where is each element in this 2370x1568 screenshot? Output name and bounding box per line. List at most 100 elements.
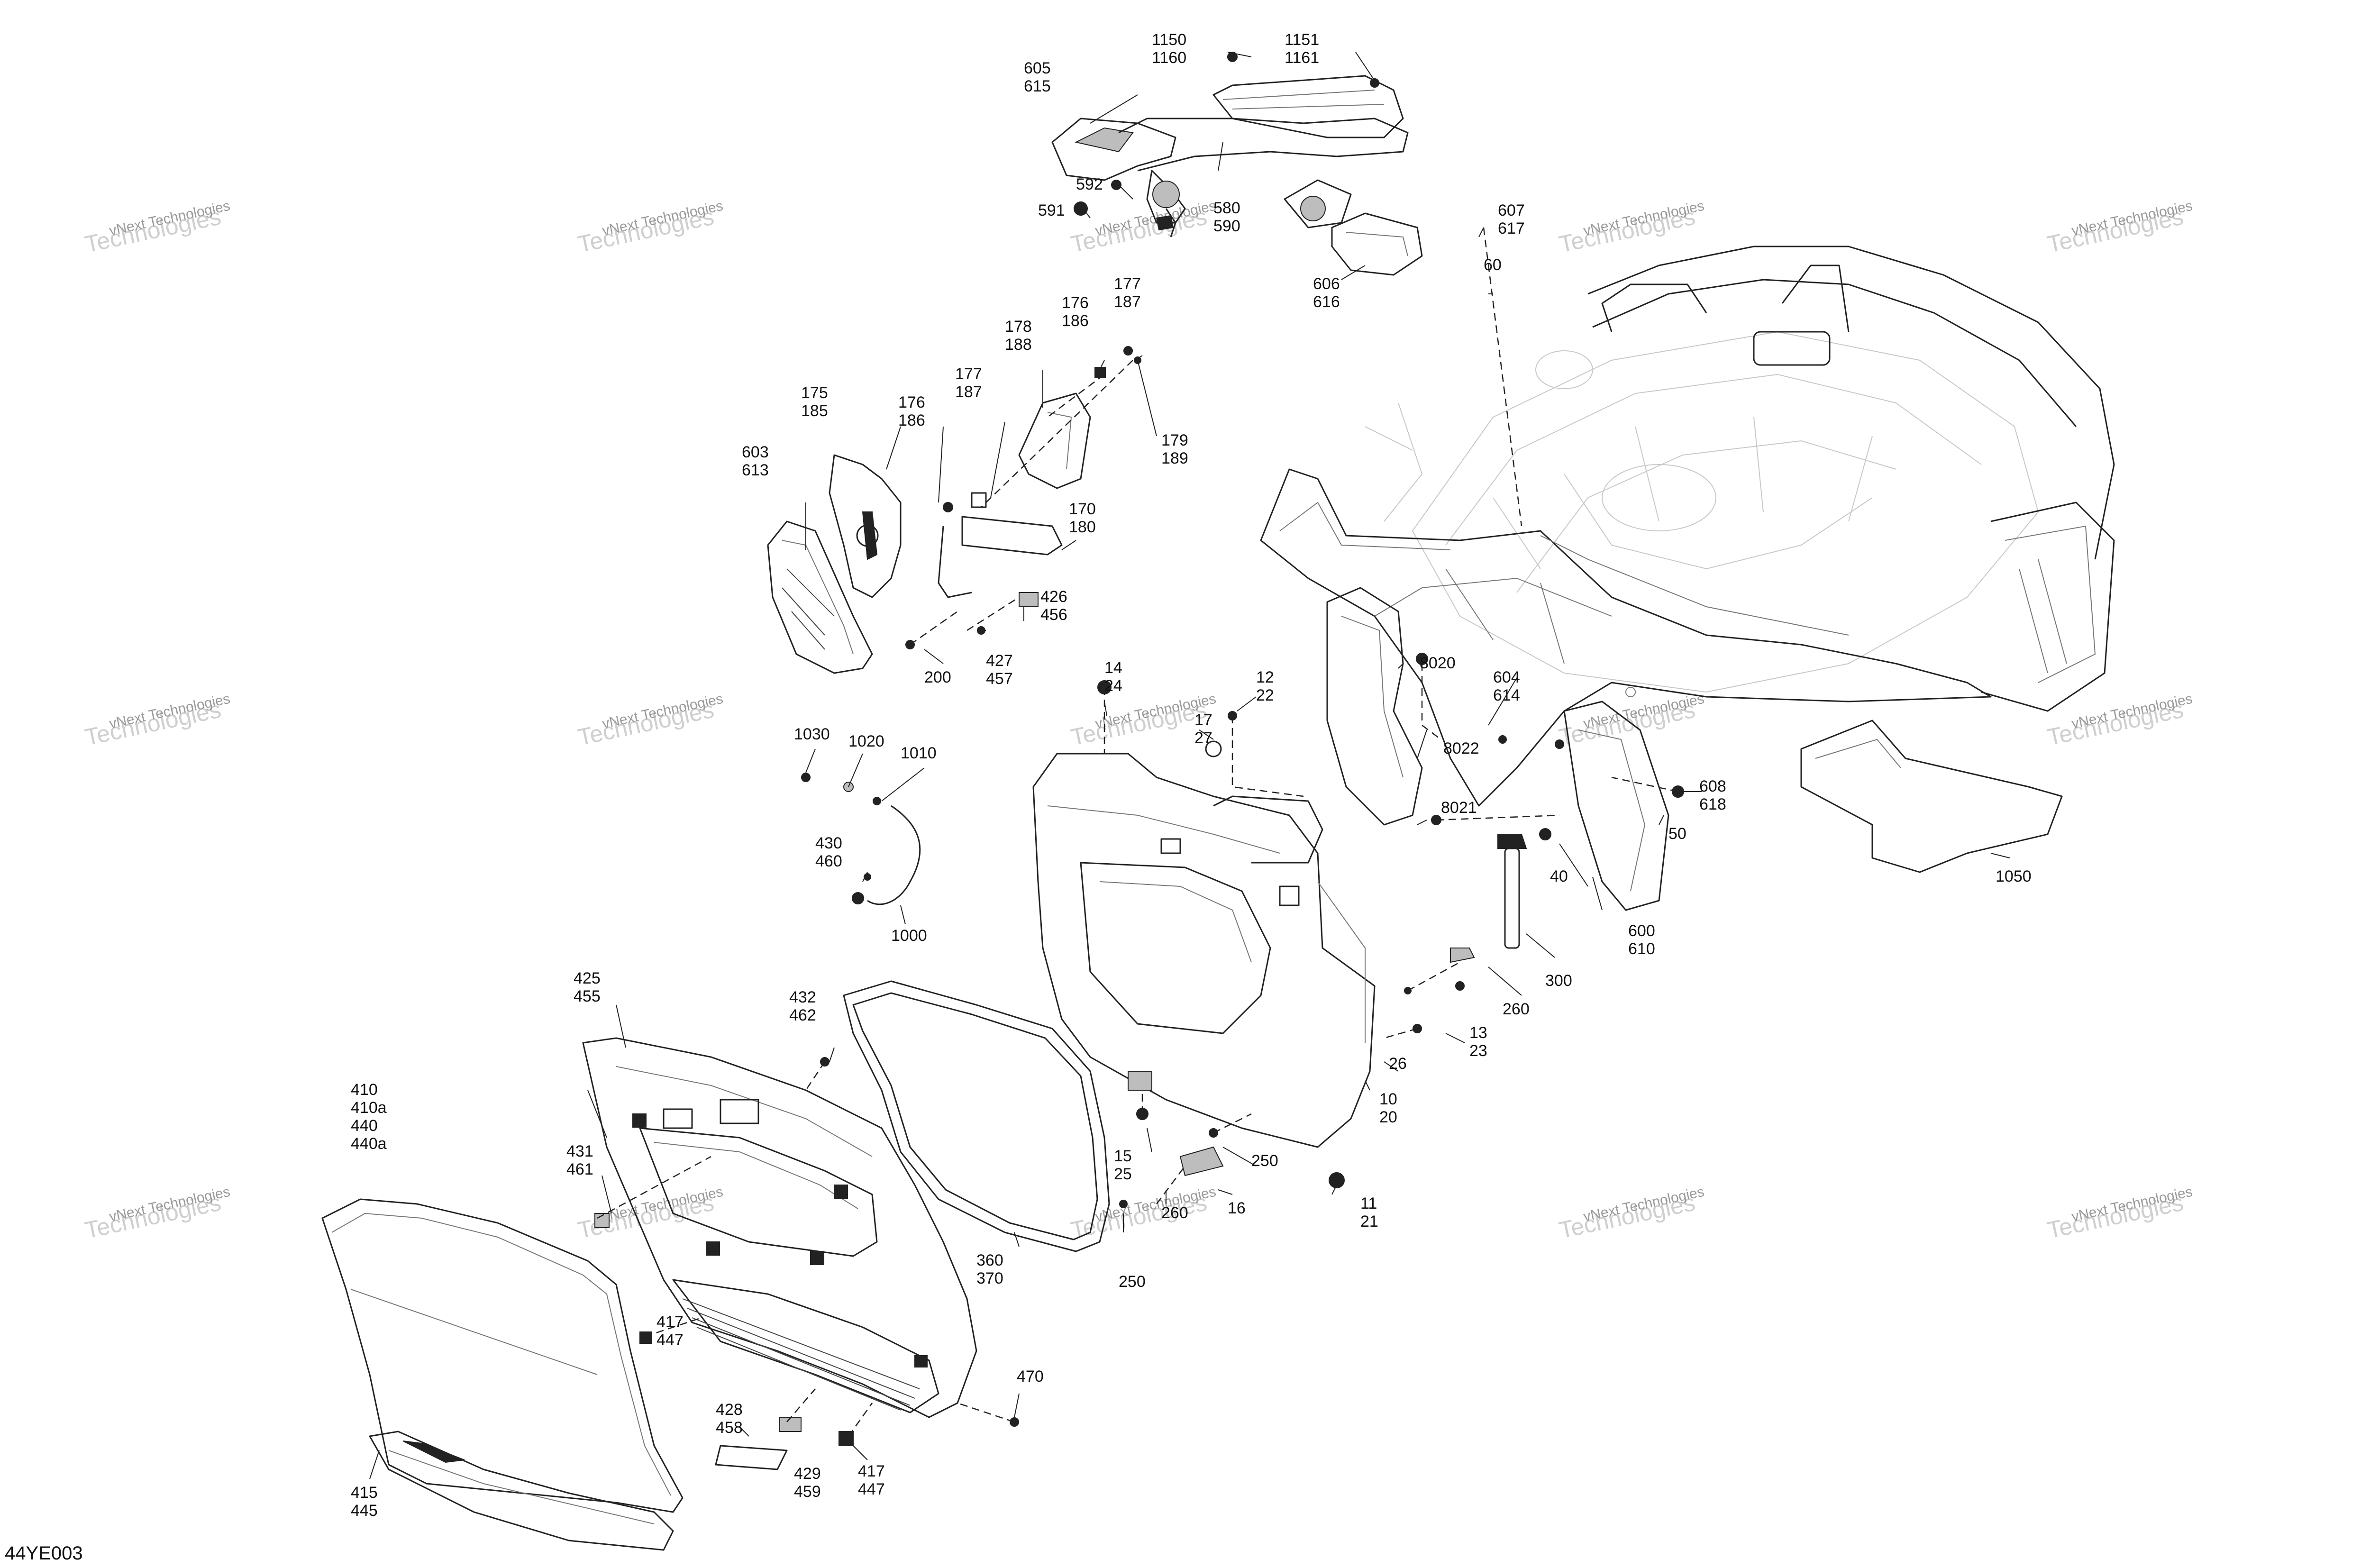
callout-26: 26: [1389, 1055, 1407, 1073]
callout-260: 260: [1503, 1000, 1530, 1018]
callout-line: 1050: [1996, 867, 2032, 885]
callout-250: 250: [1251, 1152, 1278, 1170]
callout-line: 15: [1114, 1147, 1132, 1165]
callout-line: 617: [1498, 219, 1525, 237]
callout-line: 180: [1069, 518, 1096, 536]
callout-8021: 8021: [1441, 799, 1477, 817]
latch-assembly: [767, 346, 1141, 674]
callout-line: 177: [1114, 275, 1141, 293]
callout-line: 614: [1493, 686, 1520, 704]
callout-line: 11: [1360, 1194, 1377, 1212]
callout-line: 187: [1114, 293, 1141, 311]
callout-line: 25: [1114, 1165, 1132, 1183]
callout-line: 50: [1668, 825, 1686, 843]
callout-line: 616: [1313, 293, 1340, 311]
callout-line: 455: [574, 987, 601, 1005]
callout-line: 447: [858, 1480, 885, 1498]
callout-line: 14: [1104, 659, 1122, 677]
callout-line: 370: [976, 1269, 1003, 1287]
callout-line: 200: [924, 668, 951, 686]
callout-line: 26: [1389, 1055, 1407, 1073]
callout-line: 461: [566, 1160, 593, 1178]
callout-line: 447: [656, 1331, 684, 1349]
callout-470: 470: [1017, 1367, 1044, 1386]
callout-8022: 8022: [1443, 739, 1479, 757]
callout-line: 432: [789, 988, 816, 1006]
callout-300: 300: [1545, 972, 1572, 990]
callout-line: 8020: [1420, 654, 1456, 672]
callout-line: 260: [1503, 1000, 1530, 1018]
callout-line: 608: [1699, 777, 1726, 795]
callout-line: 177: [955, 365, 982, 383]
callout-line: 429: [794, 1465, 821, 1483]
callout-line: 21: [1360, 1212, 1378, 1231]
callout-1010: 1010: [901, 744, 937, 762]
callout-line: 605: [1024, 59, 1051, 77]
callout-line: 426: [1040, 588, 1067, 606]
callout-line: 175: [801, 384, 828, 402]
callout-line: 187: [955, 383, 982, 401]
callout-250: 250: [1119, 1273, 1146, 1291]
callout-line: 260: [1161, 1204, 1188, 1222]
callout-1050: 1050: [1996, 867, 2032, 885]
callout-line: 250: [1119, 1273, 1146, 1291]
callout-16: 16: [1228, 1199, 1246, 1217]
callout-line: 590: [1213, 217, 1240, 235]
callout-line: 615: [1024, 77, 1051, 95]
callout-line: 415: [351, 1484, 378, 1502]
callout-line: 186: [898, 411, 925, 429]
callout-line: 600: [1628, 922, 1655, 940]
callout-line: 178: [1005, 318, 1032, 336]
saddlebag-box: [1032, 653, 1684, 1188]
callout-line: 12: [1256, 668, 1274, 686]
callout-line: 27: [1194, 729, 1212, 747]
callout-line: 458: [716, 1419, 743, 1437]
callout-line: 17: [1194, 711, 1212, 729]
callout-line: 250: [1251, 1152, 1278, 1170]
callout-line: 606: [1313, 275, 1340, 293]
callout-line: 40: [1550, 867, 1568, 885]
callout-line: 427: [986, 652, 1013, 670]
callout-line: 592: [1076, 175, 1103, 193]
callout-line: 430: [815, 834, 842, 852]
callout-line: 1151: [1285, 31, 1319, 49]
callout-40: 40: [1550, 867, 1568, 885]
callout-line: 22: [1256, 686, 1274, 704]
callout-line: 456: [1040, 606, 1067, 624]
callout-line: 179: [1161, 431, 1188, 449]
callout-line: 1030: [794, 725, 830, 743]
callout-line: 1160: [1152, 49, 1186, 67]
callout-line: 1010: [901, 744, 937, 762]
callout-line: 1161: [1285, 49, 1319, 67]
callout-line: 185: [801, 402, 828, 420]
